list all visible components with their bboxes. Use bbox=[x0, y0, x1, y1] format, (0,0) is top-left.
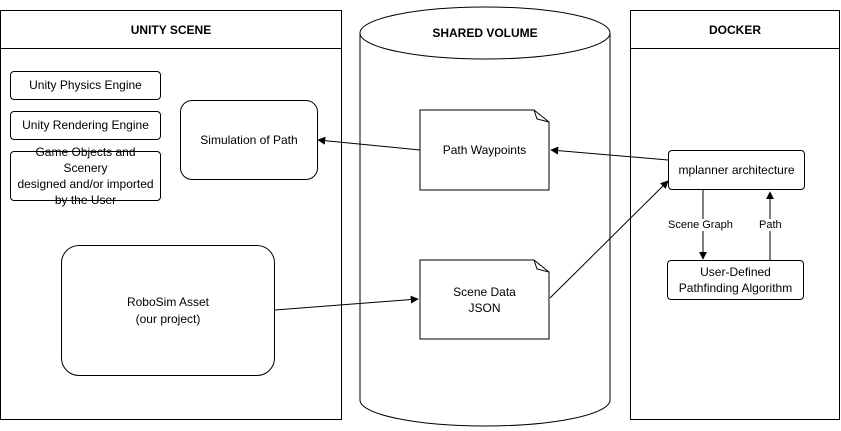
shared-volume-title: SHARED VOLUME bbox=[432, 26, 538, 40]
pathfinding-algorithm-box: User-Defined Pathfinding Algorithm bbox=[667, 260, 804, 300]
unity-physics-engine-box: Unity Physics Engine bbox=[10, 71, 161, 100]
path-label: Path bbox=[757, 219, 784, 231]
simulation-of-path-box: Simulation of Path bbox=[180, 100, 318, 180]
docker-title: DOCKER bbox=[631, 11, 839, 49]
arrow-scene-data-to-mplanner bbox=[549, 180, 669, 299]
unity-rendering-engine-box: Unity Rendering Engine bbox=[10, 111, 161, 140]
scene-graph-label: Scene Graph bbox=[666, 219, 735, 231]
scene-data-label: Scene Data JSON bbox=[453, 284, 516, 315]
arrow-waypoints-to-simulation bbox=[317, 136, 421, 151]
docker-pool: DOCKER bbox=[630, 10, 840, 420]
unity-scene-pool: UNITY SCENE bbox=[0, 10, 342, 420]
game-objects-box: Game Objects and Scenery designed and/or… bbox=[10, 145, 161, 207]
unity-scene-title: UNITY SCENE bbox=[1, 11, 341, 49]
robosim-asset-box: RoboSim Asset (our project) bbox=[61, 245, 275, 376]
mplanner-architecture-box: mplanner architecture bbox=[668, 150, 805, 190]
path-waypoints-label: Path Waypoints bbox=[442, 142, 527, 157]
shared-volume-cylinder bbox=[359, 6, 611, 427]
arrow-robosim-to-scene-data bbox=[274, 295, 419, 311]
scene-data-document bbox=[419, 259, 550, 340]
arrow-mplanner-to-waypoints bbox=[550, 146, 669, 161]
path-waypoints-document bbox=[419, 109, 550, 191]
